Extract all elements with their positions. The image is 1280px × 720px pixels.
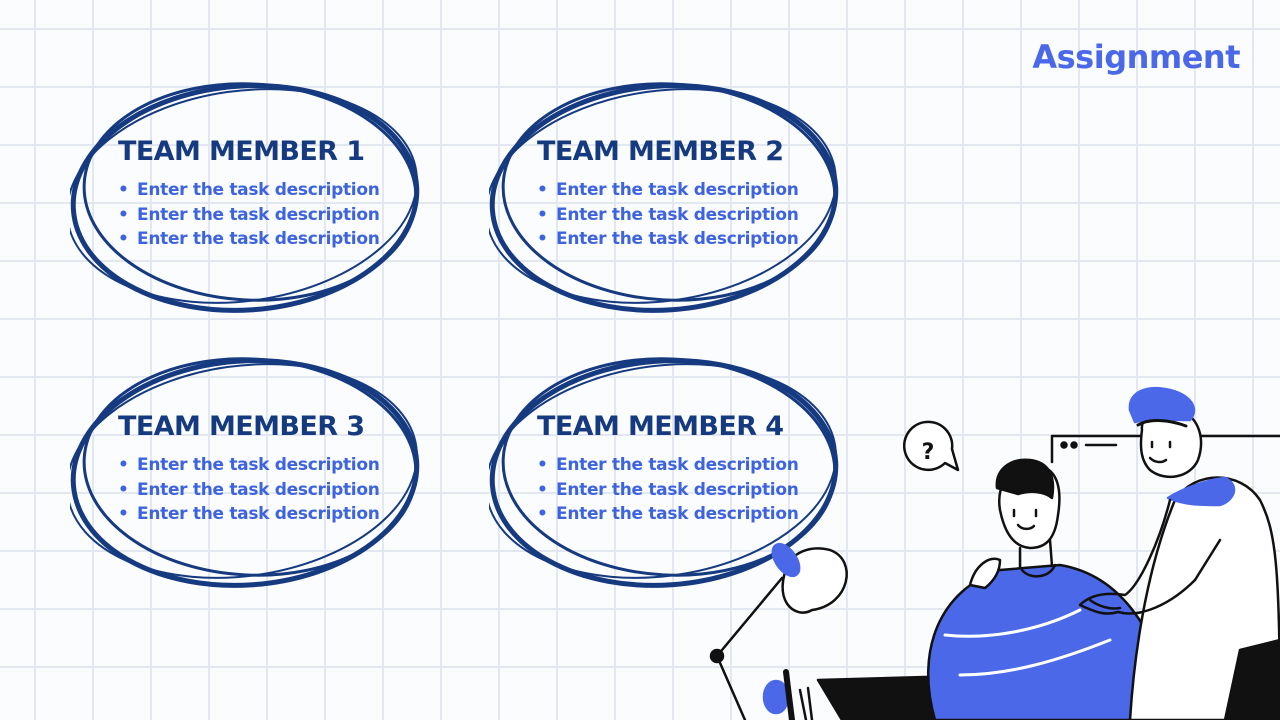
svg-text:?: ? — [922, 440, 935, 465]
hand-drawn-ellipse — [70, 357, 420, 588]
browser-window-icon — [1050, 434, 1280, 464]
question-bubble-icon: ? — [902, 420, 960, 472]
team-member-card-3: TEAM MEMBER 3 •Enter the task descriptio… — [70, 345, 440, 595]
standing-person — [1078, 386, 1280, 720]
task-item: •Enter the task description — [118, 504, 380, 524]
slide-title: Assignment — [1032, 38, 1240, 76]
member-title: TEAM MEMBER 2 — [537, 136, 784, 167]
team-member-card-2: TEAM MEMBER 2 •Enter the task descriptio… — [489, 70, 859, 320]
task-list: •Enter the task description •Enter the t… — [118, 178, 380, 252]
member-title: TEAM MEMBER 1 — [118, 136, 365, 167]
task-item: •Enter the task description — [118, 455, 380, 475]
task-item: •Enter the task description — [118, 479, 380, 500]
member-title: TEAM MEMBER 4 — [537, 411, 784, 442]
hand-drawn-ellipse — [70, 82, 420, 313]
task-item: •Enter the task description — [537, 180, 799, 200]
hand-drawn-ellipse — [489, 82, 839, 313]
task-list: •Enter the task description •Enter the t… — [118, 453, 380, 527]
task-item: •Enter the task description — [537, 455, 799, 475]
team-member-card-1: TEAM MEMBER 1 •Enter the task descriptio… — [70, 70, 440, 320]
task-item: •Enter the task description — [537, 479, 799, 500]
task-item: •Enter the task description — [537, 204, 799, 225]
pen-holder-icon — [783, 669, 814, 720]
team-member-card-4: TEAM MEMBER 4 •Enter the task descriptio… — [489, 345, 859, 595]
task-list: •Enter the task description •Enter the t… — [537, 178, 799, 252]
task-item: •Enter the task description — [118, 180, 380, 200]
desk-lamp-icon — [709, 542, 848, 720]
seated-person — [927, 458, 1177, 720]
task-item: •Enter the task description — [537, 504, 799, 524]
mug-icon — [762, 679, 790, 715]
task-list: •Enter the task description •Enter the t… — [537, 453, 799, 527]
task-item: •Enter the task description — [118, 204, 380, 225]
task-item: •Enter the task description — [537, 229, 799, 249]
task-item: •Enter the task description — [118, 229, 380, 249]
member-title: TEAM MEMBER 3 — [118, 411, 365, 442]
hand-drawn-ellipse — [489, 357, 839, 588]
